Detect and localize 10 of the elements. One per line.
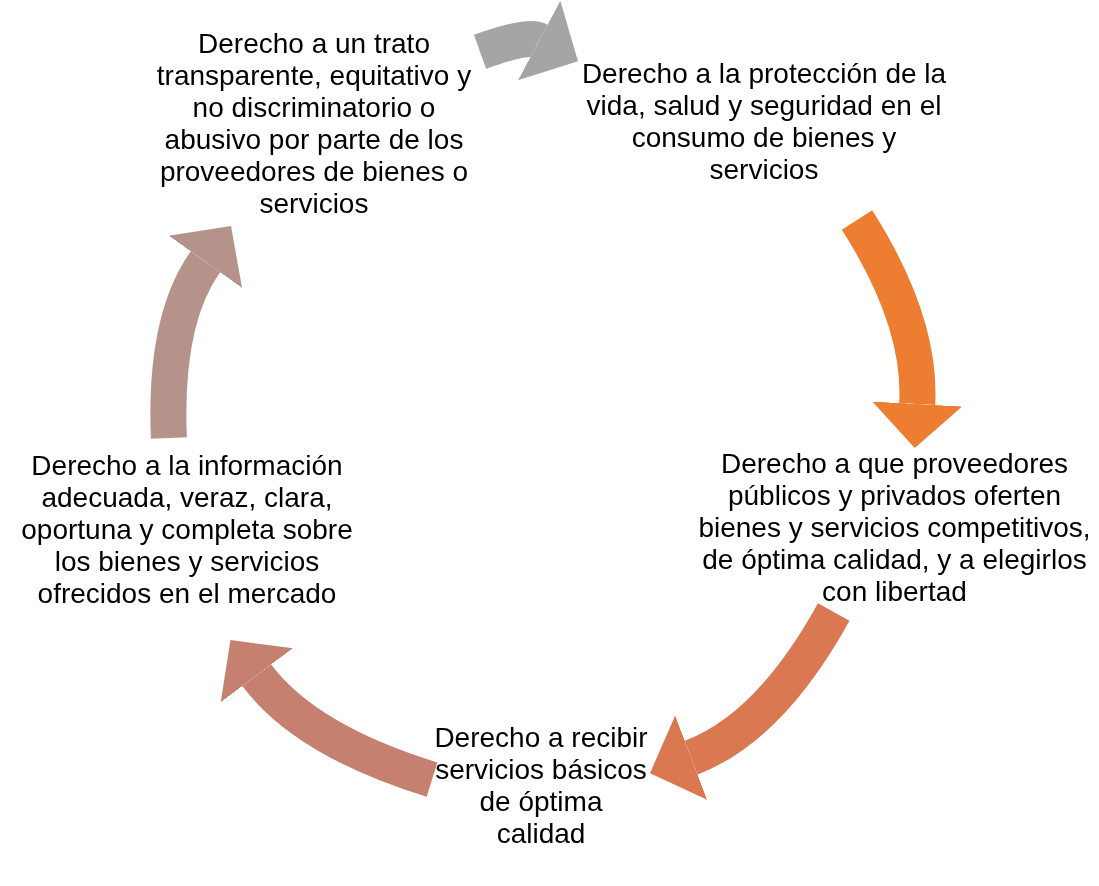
curved-arrow xyxy=(650,603,850,799)
curved-arrow xyxy=(150,224,244,439)
node-text: Derecho a un trato transparente, equitativo y no discriminatorio o abusivo por parte de los proveedores de bienes o servicios xyxy=(155,28,473,220)
curved-arrow xyxy=(841,210,963,449)
node-text: Derecho a que proveedores públicos y privados oferten bienes y servicios competitivos, de óptima calidad, y a elegirlos con libertad xyxy=(697,448,1092,608)
node-text: Derecho a la información adecuada, veraz, clara, oportuna y completa sobre los bienes y servicios ofrecidos en el mercado xyxy=(20,450,354,610)
node-text: Derecho a recibir servicios básicos de óptima calidad xyxy=(433,722,649,850)
curved-arrow xyxy=(474,0,581,83)
curved-arrow xyxy=(221,641,438,797)
node-text: Derecho a la protección de la vida, salud y seguridad en el consumo de bienes y servicios xyxy=(580,58,948,186)
